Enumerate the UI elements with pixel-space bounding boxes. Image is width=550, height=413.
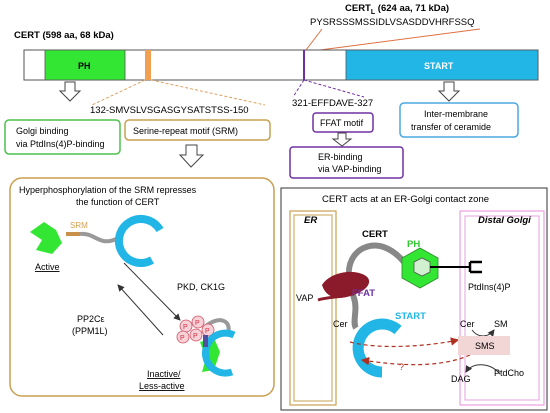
active-label: Active (35, 262, 60, 272)
golgi-membrane (459, 210, 545, 406)
inactive-line1: Inactive/ (147, 369, 181, 379)
ph-domain (44, 49, 126, 81)
start-domain (345, 49, 539, 81)
ptdins-tails (468, 260, 482, 274)
dag-label: DAG (451, 374, 471, 384)
er-label: ER (304, 215, 317, 226)
active-ph-domain (30, 222, 62, 254)
phosphate-label: P (205, 328, 210, 335)
sms-enzyme (458, 336, 510, 355)
active-start-domain (114, 214, 164, 267)
dag-return-arrow (360, 354, 471, 366)
ph-hollow-arrow (58, 81, 82, 102)
ffat-box (312, 112, 374, 133)
ffat-dash-right (303, 79, 365, 98)
phosphate-label: P (183, 324, 188, 331)
dephosphorylation-arrow (117, 284, 164, 336)
certl-label: CERTL (624 aa, 71 kDa) (345, 3, 449, 16)
right-panel-title: CERT acts at an ER-Golgi contact zone (322, 194, 489, 205)
golgi-ph-domain (401, 247, 439, 289)
phosphate-label: P (193, 333, 198, 340)
phosphorylation-arrow (123, 262, 181, 321)
golgi-label: Distal Golgi (478, 215, 531, 226)
ffat-label: FFAT (352, 288, 375, 299)
active-srm-segment (66, 232, 80, 236)
phosphatase-line2: (PPM1L) (72, 326, 108, 336)
start-hollow-arrow (437, 81, 461, 102)
ceramide-transfer-arrow (349, 337, 460, 348)
ptdins-label: PtdIns(4)P (468, 282, 511, 292)
phosphatase-line1: PP2Cε (77, 314, 105, 324)
er-binding-line2: via VAP-binding (318, 164, 381, 174)
vap-label: VAP (296, 293, 313, 303)
cert-label: CERT (598 aa, 68 kDa) (14, 30, 114, 41)
start-function-line2: transfer of ceramide (411, 122, 491, 132)
certl-insert-sequence: PYSRSSSMSSIDLVSASDDVHRFSSQ (310, 17, 475, 28)
inactive-start-domain (202, 329, 236, 377)
ffat-box-label: FFAT motif (320, 118, 364, 128)
srm-regulation-panel (9, 177, 275, 397)
srm-hollow-arrow (178, 144, 205, 168)
start-domain-label: START (424, 61, 454, 71)
golgi-binding-box (4, 119, 121, 155)
ptdcho-to-dag-arrow (465, 364, 501, 375)
left-panel-title-line2: the function of CERT (76, 197, 160, 207)
golgi-binding-line2: via PtdIns(4)P-binding (16, 139, 105, 149)
phosphate-cluster: P P P P P (176, 315, 215, 344)
inactive-srm-segment (203, 335, 208, 347)
er-binding-box (289, 146, 404, 179)
ffat-hollow-arrow (331, 132, 353, 147)
insert-line-right (319, 28, 481, 51)
active-srm-tag: SRM (70, 221, 88, 230)
insert-line-left (305, 28, 323, 51)
ph-domain-label: PH (78, 61, 91, 71)
ffat-sequence: 321-EFFDAVE-327 (292, 98, 373, 109)
srm-sequence: 132-SMVSLVSGASGYSATSTSS-150 (90, 105, 249, 116)
srm-region (145, 50, 151, 80)
golgi-binding-line1: Golgi binding (16, 126, 69, 136)
cer-right-label: Cer (460, 319, 475, 329)
ptdcho-label: PtdCho (494, 368, 524, 378)
srm-dash-right (150, 79, 266, 106)
start-domain-right (352, 318, 402, 378)
phosphate-label: P (180, 335, 185, 342)
question-mark: ? (399, 362, 404, 372)
phosphate-label: P (195, 320, 200, 327)
cert-label-right: CERT (362, 229, 388, 240)
inactive-line2: Less-active (139, 381, 185, 391)
start-function-line1: Inter-membrane (424, 109, 488, 119)
srm-box-label: Serine-repeat motif (SRM) (133, 126, 238, 136)
vap-protein (322, 271, 370, 298)
er-membrane (289, 210, 337, 406)
kinases-label: PKD, CK1G (177, 282, 225, 292)
left-panel-title-line1: Hyperphosphorylation of the SRM represse… (19, 185, 197, 195)
active-linker (79, 231, 119, 244)
sms-label: SMS (475, 341, 495, 351)
sm-label: SM (494, 319, 508, 329)
ffat-dash-left (292, 79, 305, 98)
srm-box (124, 119, 271, 141)
start-function-box (399, 102, 519, 138)
right-ph-label: PH (407, 239, 420, 250)
er-membrane-inner (293, 214, 333, 402)
start-label-right: START (395, 311, 426, 322)
golgi-membrane-inner (464, 215, 540, 401)
vap-stalk (317, 290, 357, 302)
cer-left-label: Cer (333, 319, 348, 329)
srm-dash-left (91, 79, 146, 106)
er-binding-line1: ER-binding (318, 152, 363, 162)
